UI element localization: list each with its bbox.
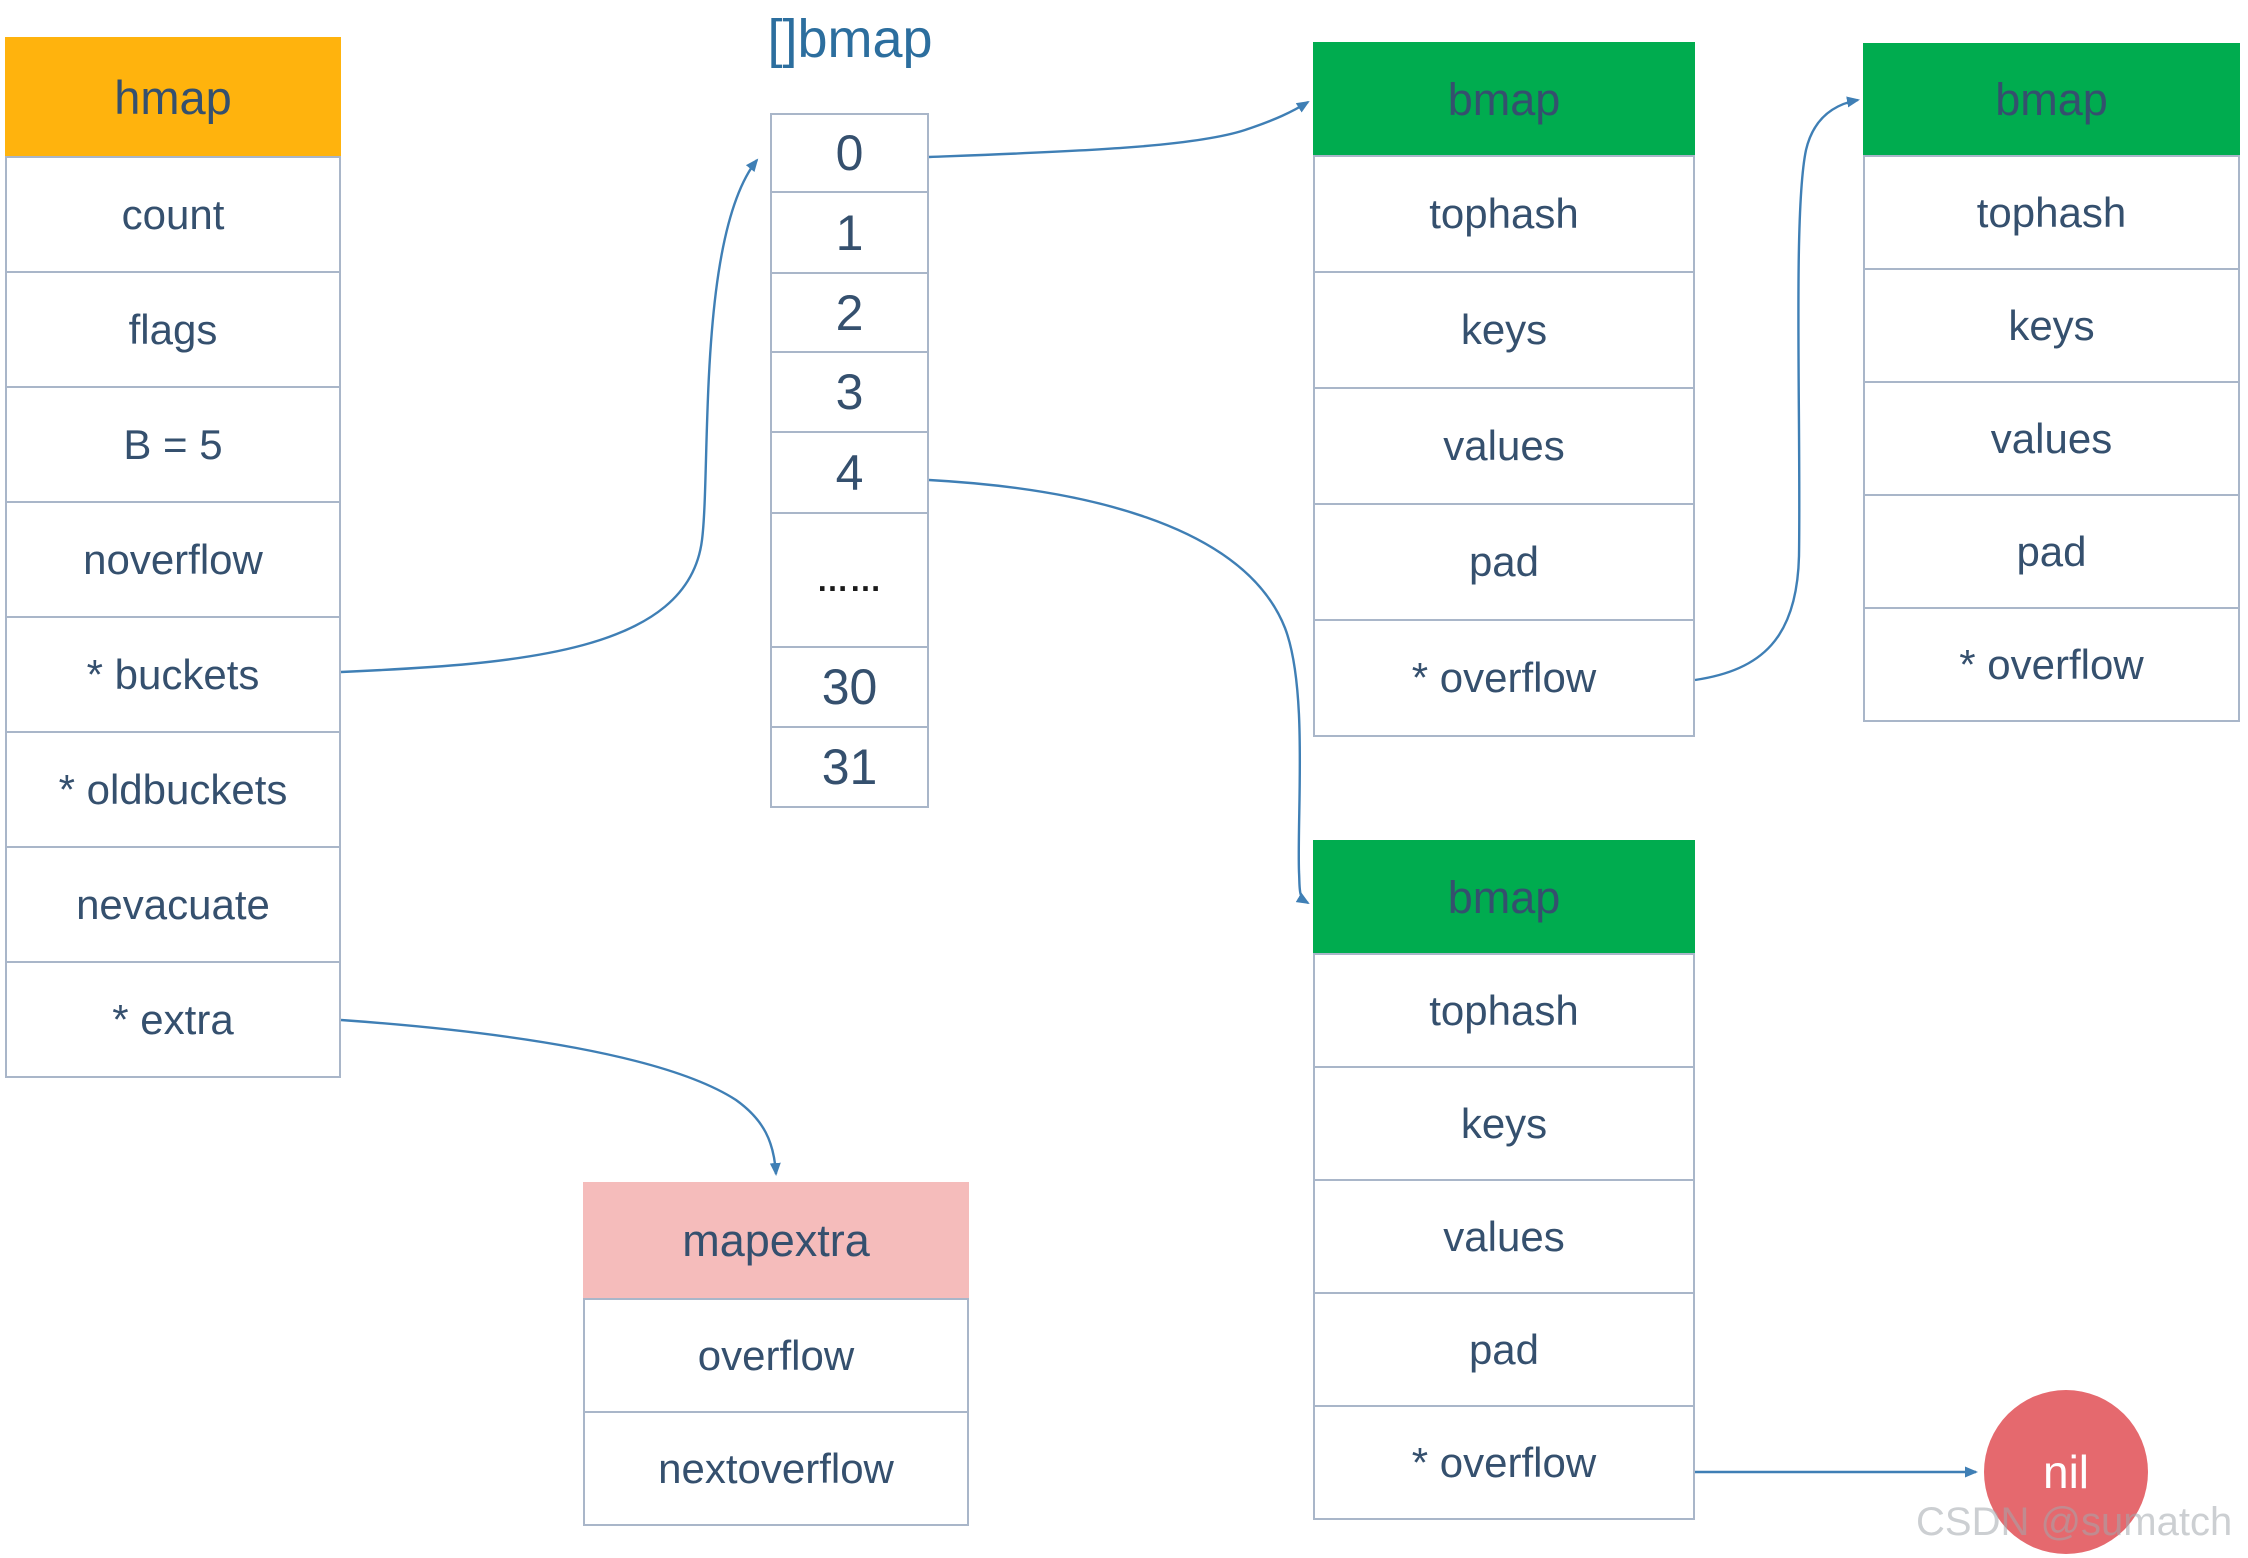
nil-badge: nil [1984, 1390, 2148, 1554]
bucket-cell-3: 3 [770, 351, 929, 433]
bmap-overflow-row-overflow: * overflow [1863, 607, 2240, 722]
bmap-bucket0-row-overflow: * overflow [1313, 619, 1695, 737]
mapextra-row-nextoverflow: nextoverflow [583, 1411, 969, 1526]
bmap-overflow-row-keys: keys [1863, 268, 2240, 383]
bmap-bucket4-header: bmap [1313, 840, 1695, 955]
bmap-overflow-table: bmap tophash keys values pad * overflow [1863, 43, 2240, 722]
arrow-extra-to-mapextra [340, 1018, 781, 1176]
hmap-struct-table: hmap count flags B = 5 noverflow * bucke… [5, 37, 341, 1078]
bmap-bucket0-row-tophash: tophash [1313, 155, 1695, 273]
arrow-cell0-to-bmap0 [928, 100, 1310, 159]
bmap-bucket4-row-pad: pad [1313, 1292, 1695, 1407]
hmap-row-extra: * extra [5, 961, 341, 1078]
bmap-bucket0-table: bmap tophash keys values pad * overflow [1313, 42, 1695, 737]
watermark: CSDN @sumatch [1916, 1500, 2233, 1544]
bucket-cell-0: 0 [770, 113, 929, 193]
mapextra-header: mapextra [583, 1182, 969, 1300]
bmap-bucket4-row-overflow: * overflow [1313, 1405, 1695, 1520]
bucket-cell-4: 4 [770, 431, 929, 514]
hmap-row-oldbuckets: * oldbuckets [5, 731, 341, 848]
bucket-array: 0 1 2 3 4 …… 30 31 [770, 113, 929, 808]
hmap-row-buckets: * buckets [5, 616, 341, 733]
bmap-bucket0-row-pad: pad [1313, 503, 1695, 621]
bmap-bucket0-row-keys: keys [1313, 271, 1695, 389]
bucket-cell-2: 2 [770, 272, 929, 353]
bmap-bucket4-row-values: values [1313, 1179, 1695, 1294]
arrow-overflow-to-overflow-bmap [1694, 96, 1860, 682]
bmap-bucket0-row-values: values [1313, 387, 1695, 505]
bucket-cell-ellipsis: …… [770, 512, 929, 648]
bucket-cell-30: 30 [770, 646, 929, 728]
bmap-bucket4-row-tophash: tophash [1313, 953, 1695, 1068]
bucket-array-title: []bmap [767, 9, 933, 69]
bmap-overflow-header: bmap [1863, 43, 2240, 157]
bucket-cell-1: 1 [770, 191, 929, 274]
bmap-overflow-row-tophash: tophash [1863, 155, 2240, 270]
bmap-overflow-row-values: values [1863, 381, 2240, 496]
mapextra-table: mapextra overflow nextoverflow [583, 1182, 969, 1526]
hmap-row-count: count [5, 156, 341, 273]
arrow-buckets-to-array [340, 158, 759, 674]
bmap-bucket0-header: bmap [1313, 42, 1695, 157]
bmap-bucket4-table: bmap tophash keys values pad * overflow [1313, 840, 1695, 1520]
bmap-overflow-row-pad: pad [1863, 494, 2240, 609]
arrow-cell4-to-bmap4 [928, 478, 1310, 905]
hmap-row-b: B = 5 [5, 386, 341, 503]
hmap-row-noverflow: noverflow [5, 501, 341, 618]
mapextra-row-overflow: overflow [583, 1298, 969, 1413]
bucket-cell-31: 31 [770, 726, 929, 808]
bmap-bucket4-row-keys: keys [1313, 1066, 1695, 1181]
hmap-row-nevacuate: nevacuate [5, 846, 341, 963]
hmap-header: hmap [5, 37, 341, 158]
hmap-row-flags: flags [5, 271, 341, 388]
